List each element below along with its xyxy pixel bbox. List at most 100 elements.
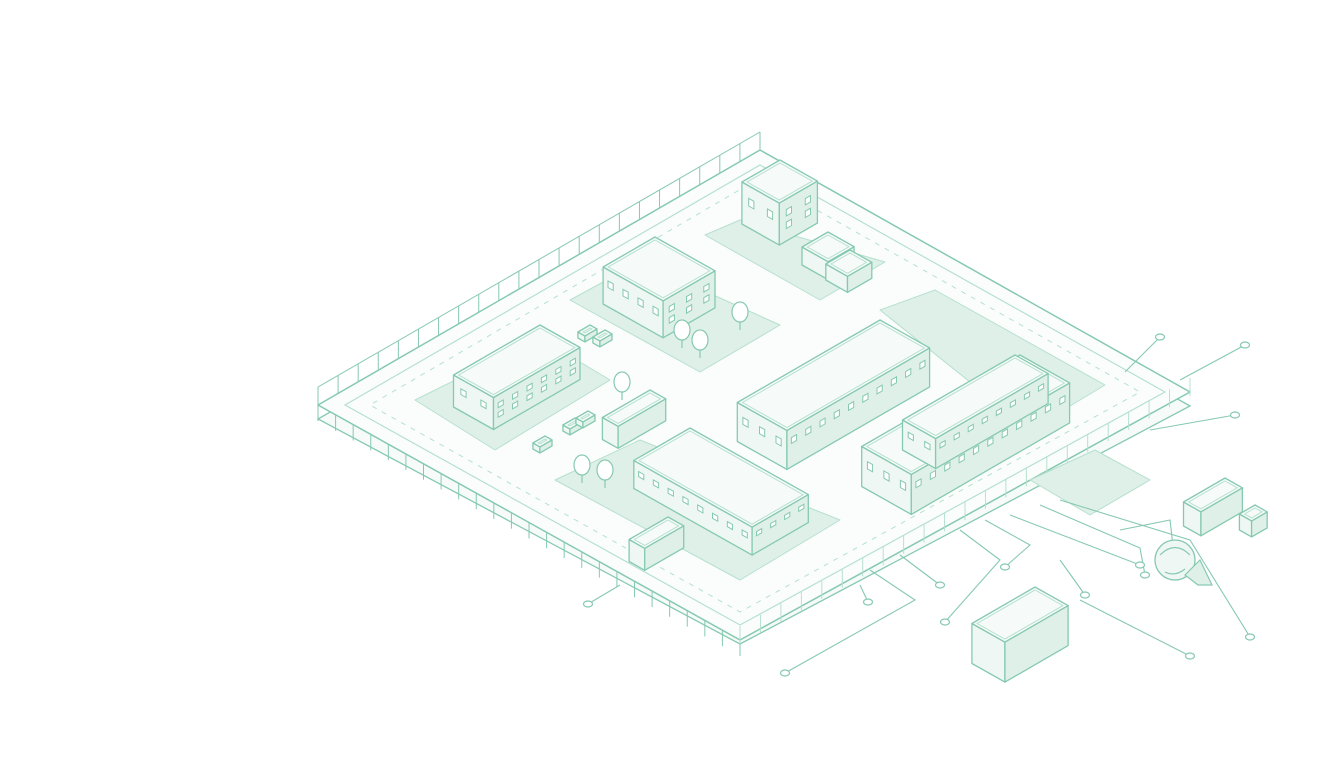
circuit-node [999, 563, 1011, 571]
window [742, 416, 749, 429]
window [652, 479, 660, 489]
circuit-line [1059, 499, 1251, 638]
circuit-node [779, 669, 791, 677]
window [512, 400, 519, 410]
window [953, 431, 960, 441]
car-roof [577, 324, 598, 337]
window [939, 439, 946, 449]
car-roof [532, 435, 553, 448]
delivery-truck-roof [1182, 477, 1244, 513]
loading-warehouse-roof [633, 427, 809, 528]
loading-warehouse-roof-parapet [637, 430, 805, 525]
window [1037, 382, 1045, 393]
circuit-node [1229, 411, 1241, 419]
window [987, 436, 994, 448]
car-roof-parapet [580, 413, 591, 420]
circuit-line [587, 584, 621, 605]
window [759, 425, 766, 438]
window [876, 384, 883, 395]
window [480, 399, 487, 410]
tree [573, 454, 591, 476]
window [686, 303, 693, 315]
window [1001, 428, 1008, 439]
window [899, 479, 907, 492]
window [741, 529, 748, 539]
globe-lines [1159, 546, 1191, 575]
circuit-node [1079, 591, 1091, 599]
small-shed-roof [825, 249, 873, 277]
circuit-node [1239, 341, 1251, 349]
window [907, 431, 914, 442]
window [905, 367, 912, 379]
truck-trailer-roof [601, 389, 667, 427]
circuit-line [984, 519, 1031, 568]
window [785, 218, 792, 230]
shipping-container-roof-parapet [976, 589, 1064, 640]
delivery-truck-roof-parapet [1187, 480, 1239, 510]
circuit-lines [582, 333, 1256, 677]
car-roof [575, 410, 596, 423]
shipping-container-roof [971, 586, 1069, 643]
buildings [452, 159, 1071, 683]
tree [673, 319, 691, 341]
window [726, 520, 733, 531]
window [607, 280, 614, 292]
window [497, 399, 504, 409]
window [460, 387, 467, 399]
perimeter-road [343, 164, 1167, 626]
warehouse-roof [736, 319, 931, 432]
window [995, 407, 1002, 417]
window [686, 292, 693, 303]
tower-building-roof [741, 159, 819, 204]
window [770, 519, 777, 529]
window [1009, 399, 1016, 409]
window [805, 425, 812, 437]
window [569, 357, 576, 367]
circuit-line [899, 554, 941, 586]
window [866, 460, 874, 473]
circuit-node [582, 600, 594, 608]
window [1023, 390, 1031, 401]
window [958, 452, 965, 464]
window [1030, 411, 1037, 423]
window [748, 197, 755, 210]
office-building-roof [602, 236, 716, 302]
office-building-roof [452, 324, 581, 399]
circuit-line [1179, 344, 1246, 381]
window [697, 504, 704, 514]
circuit-node [862, 598, 874, 606]
circuit-line [1039, 504, 1146, 576]
tree [613, 371, 631, 393]
tree [731, 301, 749, 323]
distribution-center-upper-roof-parapet [906, 357, 1044, 437]
window [973, 444, 980, 456]
window [703, 282, 710, 293]
window [512, 390, 519, 401]
window [819, 417, 826, 428]
car-roof-parapet [597, 332, 608, 339]
small-shed-roof-parapet [806, 234, 850, 260]
warehouse-roof-parapet [741, 322, 926, 429]
truck-trailer-roof-parapet [633, 519, 680, 546]
window [784, 511, 791, 521]
circuit-node [1244, 633, 1256, 641]
window [652, 305, 659, 317]
window [540, 374, 548, 384]
window [798, 503, 805, 513]
circuit-line [1124, 336, 1161, 373]
circuit-node [939, 618, 951, 626]
window [790, 433, 798, 445]
window [785, 205, 792, 217]
window [555, 375, 562, 385]
window [967, 423, 974, 433]
window [526, 391, 533, 402]
circuit-line [944, 529, 1001, 623]
window [883, 470, 890, 482]
window [497, 408, 504, 419]
window [540, 383, 548, 394]
window [637, 296, 644, 309]
window [924, 440, 931, 451]
window [804, 194, 811, 206]
circuit-line [1079, 599, 1191, 657]
